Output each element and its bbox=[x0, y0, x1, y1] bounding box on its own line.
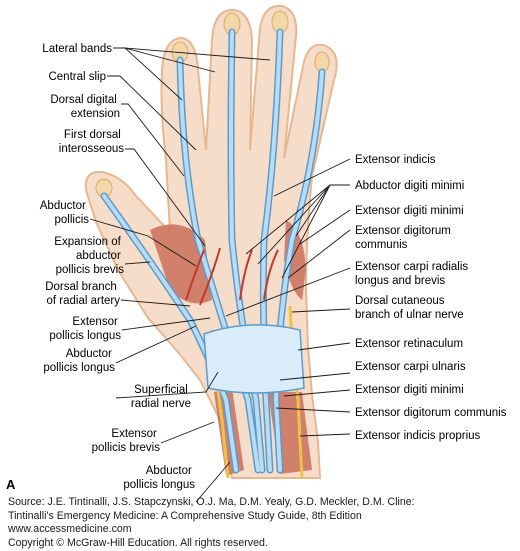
label-extensor-digiti-minimi-upper: Extensor digiti minimi bbox=[355, 205, 464, 217]
label-dorsal-digital-extension: Dorsal digital extension bbox=[50, 94, 120, 120]
label-abductor-pollicis-longus-bottom: Abductor pollicis longus bbox=[123, 465, 195, 491]
label-extensor-carpi-radialis: Extensor carpi radialis longus and brevi… bbox=[355, 261, 471, 287]
label-abductor-digiti-minimi: Abductor digiti minimi bbox=[355, 180, 464, 192]
label-dorsal-cutaneous-ulnar: Dorsal cutaneous branch of ulnar nerve bbox=[355, 295, 464, 321]
label-extensor-indicis-proprius: Extensor indicis proprius bbox=[355, 430, 481, 442]
label-extensor-carpi-ulnaris: Extensor carpi ulnaris bbox=[355, 361, 466, 373]
source-credits: Source: J.E. Tintinalli, J.S. Stapczynsk… bbox=[8, 496, 513, 550]
label-extensor-digitorum-communis-upper: Extensor digitorum communis bbox=[355, 225, 454, 251]
credit-line-website: www.accessmedicine.com bbox=[8, 523, 132, 535]
label-central-slip: Central slip bbox=[48, 71, 106, 83]
extensor-retinaculum-band bbox=[203, 324, 305, 394]
label-abductor-pollicis-longus-left: Abductor pollicis longus bbox=[43, 348, 115, 374]
credit-line-source: Source: J.E. Tintinalli, J.S. Stapczynsk… bbox=[8, 496, 415, 508]
label-extensor-retinaculum: Extensor retinaculum bbox=[355, 338, 463, 350]
label-extensor-digiti-minimi-lower: Extensor digiti minimi bbox=[355, 384, 464, 396]
label-dorsal-branch-radial-artery: Dorsal branch of radial artery bbox=[45, 281, 120, 307]
right-labels: Extensor indicis Abductor digiti minimi … bbox=[355, 154, 507, 442]
label-lateral-bands: Lateral bands bbox=[42, 43, 112, 55]
label-expansion-abductor-pollicis-brevis: Expansion of abductor pollicis brevis bbox=[54, 236, 124, 276]
hand-illustration bbox=[84, 4, 338, 479]
credit-line-copyright: Copyright © McGraw-Hill Education. All r… bbox=[8, 536, 268, 549]
label-first-dorsal-interosseous: First dorsal interosseous bbox=[59, 129, 124, 155]
label-superficial-radial-nerve: Superficial radial nerve bbox=[131, 384, 191, 410]
leader-lines bbox=[89, 47, 351, 503]
label-extensor-indicis: Extensor indicis bbox=[355, 154, 436, 166]
radial-artery bbox=[185, 247, 279, 306]
left-labels: Lateral bands Central slip Dorsal digita… bbox=[40, 43, 195, 491]
panel-letter: A bbox=[6, 477, 16, 492]
label-extensor-digitorum-communis-lower: Extensor digitorum communis bbox=[355, 407, 507, 419]
label-extensor-pollicis-brevis: Extensor pollicis brevis bbox=[92, 428, 161, 454]
label-abductor-pollicis: Abductor pollicis bbox=[40, 200, 89, 226]
credit-line-title: Tintinalli's Emergency Medicine: A Compr… bbox=[8, 509, 362, 522]
label-extensor-pollicis-longus: Extensor pollicis longus bbox=[49, 316, 121, 342]
